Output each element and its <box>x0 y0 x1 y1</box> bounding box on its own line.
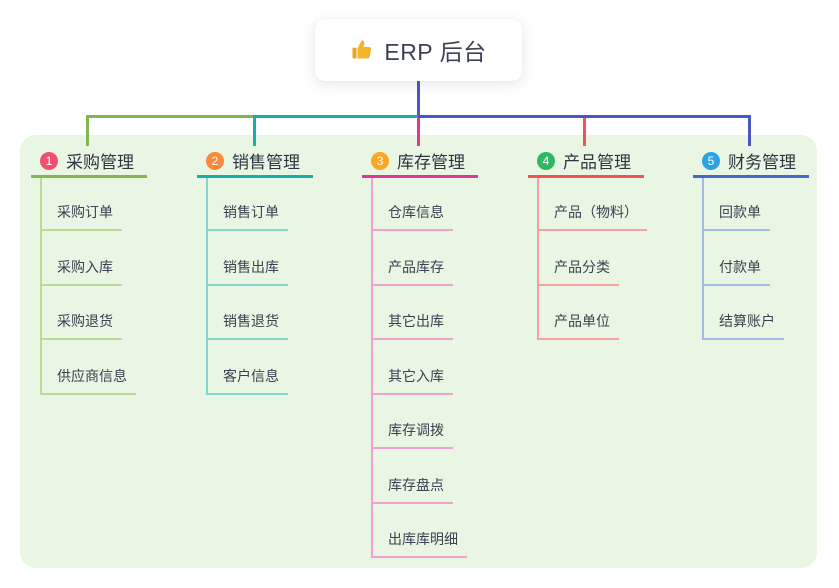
branches-panel <box>20 135 817 568</box>
tree-node-label: 产品分类 <box>554 258 610 275</box>
tree-node: 其它出库 <box>373 286 453 340</box>
branch-number-badge: 5 <box>702 151 720 170</box>
tree-node-label: 其它出库 <box>388 313 444 329</box>
tree-node: 销售出库 <box>208 231 288 286</box>
connector-horizontal-right <box>418 115 751 118</box>
thumbs-up-icon <box>352 40 372 59</box>
connector-drop-purchase <box>86 115 89 146</box>
branch-finance: 5 财务管理 回款单 付款单 结算账户 <box>693 146 809 340</box>
connector-horizontal-purchase <box>86 115 253 118</box>
tree-node: 产品单位 <box>539 286 619 340</box>
tree-node: 库存盘点 <box>373 449 453 504</box>
branch-sales: 2 销售管理 销售订单 销售出库 销售退货 客户信息 <box>197 146 313 395</box>
root-label: ERP 后台 <box>384 39 487 65</box>
tree-node-label: 产品单位 <box>554 313 610 329</box>
branch-children: 销售订单 销售出库 销售退货 客户信息 <box>206 178 288 395</box>
tree-node-label: 仓库信息 <box>388 204 444 220</box>
branch-label: 采购管理 <box>66 153 134 172</box>
tree-node: 其它入库 <box>373 340 453 395</box>
tree-node-label: 回款单 <box>719 204 761 220</box>
tree-node-label: 结算账户 <box>719 313 775 329</box>
branch-title-row: 1 采购管理 <box>31 146 147 178</box>
tree-node-label: 出库库明细 <box>388 531 458 547</box>
branch-title-row: 4 产品管理 <box>528 146 644 178</box>
tree-node: 出库库明细 <box>373 504 467 558</box>
branch-title-row: 3 库存管理 <box>362 146 478 178</box>
tree-node: 采购订单 <box>42 178 122 231</box>
branch-number-badge: 2 <box>206 151 224 170</box>
branch-inventory: 3 库存管理 仓库信息 产品库存 其它出库 其它入库 库存调拨 库存盘点 出库库… <box>362 146 478 558</box>
branch-children: 产品（物料） 产品分类 产品单位 <box>537 178 647 340</box>
tree-node: 采购退货 <box>42 286 122 340</box>
tree-node: 产品（物料） <box>539 178 647 231</box>
connector-root-trunk <box>417 81 420 115</box>
branch-number-badge: 3 <box>371 151 389 170</box>
tree-node-label: 付款单 <box>719 258 761 275</box>
tree-node: 客户信息 <box>208 340 288 395</box>
tree-node-label: 其它入库 <box>388 367 444 384</box>
branch-title-row: 5 财务管理 <box>693 146 809 178</box>
connector-drop-inventory <box>417 118 420 146</box>
tree-node-label: 采购订单 <box>57 204 113 220</box>
tree-node-label: 销售出库 <box>223 258 279 275</box>
tree-node-label: 产品库存 <box>388 258 444 275</box>
branch-label: 财务管理 <box>728 153 796 172</box>
branch-number-badge: 4 <box>537 151 555 170</box>
branch-children: 仓库信息 产品库存 其它出库 其它入库 库存调拨 库存盘点 出库库明细 <box>371 178 467 558</box>
tree-node-label: 库存调拨 <box>388 422 444 438</box>
tree-node-label: 销售订单 <box>223 204 279 220</box>
branch-product: 4 产品管理 产品（物料） 产品分类 产品单位 <box>528 146 647 340</box>
tree-node-label: 库存盘点 <box>388 476 444 493</box>
connector-horizontal-sales <box>253 115 418 118</box>
tree-node: 采购入库 <box>42 231 122 286</box>
tree-node-label: 供应商信息 <box>57 367 127 384</box>
branch-label: 销售管理 <box>232 153 300 172</box>
connector-drop-sales <box>253 115 256 146</box>
tree-node-label: 采购退货 <box>57 313 113 329</box>
tree-node: 产品库存 <box>373 231 453 286</box>
connector-drop-product <box>583 118 586 146</box>
tree-node: 产品分类 <box>539 231 619 286</box>
tree-node: 销售订单 <box>208 178 288 231</box>
branch-label: 产品管理 <box>563 153 631 172</box>
tree-node: 结算账户 <box>704 286 784 340</box>
tree-node-label: 客户信息 <box>223 367 279 384</box>
tree-node-label: 销售退货 <box>223 313 279 329</box>
tree-node-label: 产品（物料） <box>554 204 638 220</box>
branch-purchase: 1 采购管理 采购订单 采购入库 采购退货 供应商信息 <box>31 146 147 395</box>
tree-node: 付款单 <box>704 231 770 286</box>
branch-title-row: 2 销售管理 <box>197 146 313 178</box>
connector-drop-finance <box>748 115 751 146</box>
branch-children: 回款单 付款单 结算账户 <box>702 178 784 340</box>
tree-node: 回款单 <box>704 178 770 231</box>
branch-number-badge: 1 <box>40 151 58 170</box>
branch-children: 采购订单 采购入库 采购退货 供应商信息 <box>40 178 136 395</box>
tree-node: 供应商信息 <box>42 340 136 395</box>
branch-label: 库存管理 <box>397 153 465 172</box>
tree-node: 仓库信息 <box>373 178 453 231</box>
root-node: ERP 后台 <box>315 19 522 81</box>
tree-node: 库存调拨 <box>373 395 453 449</box>
tree-node: 销售退货 <box>208 286 288 340</box>
tree-node-label: 采购入库 <box>57 258 113 275</box>
